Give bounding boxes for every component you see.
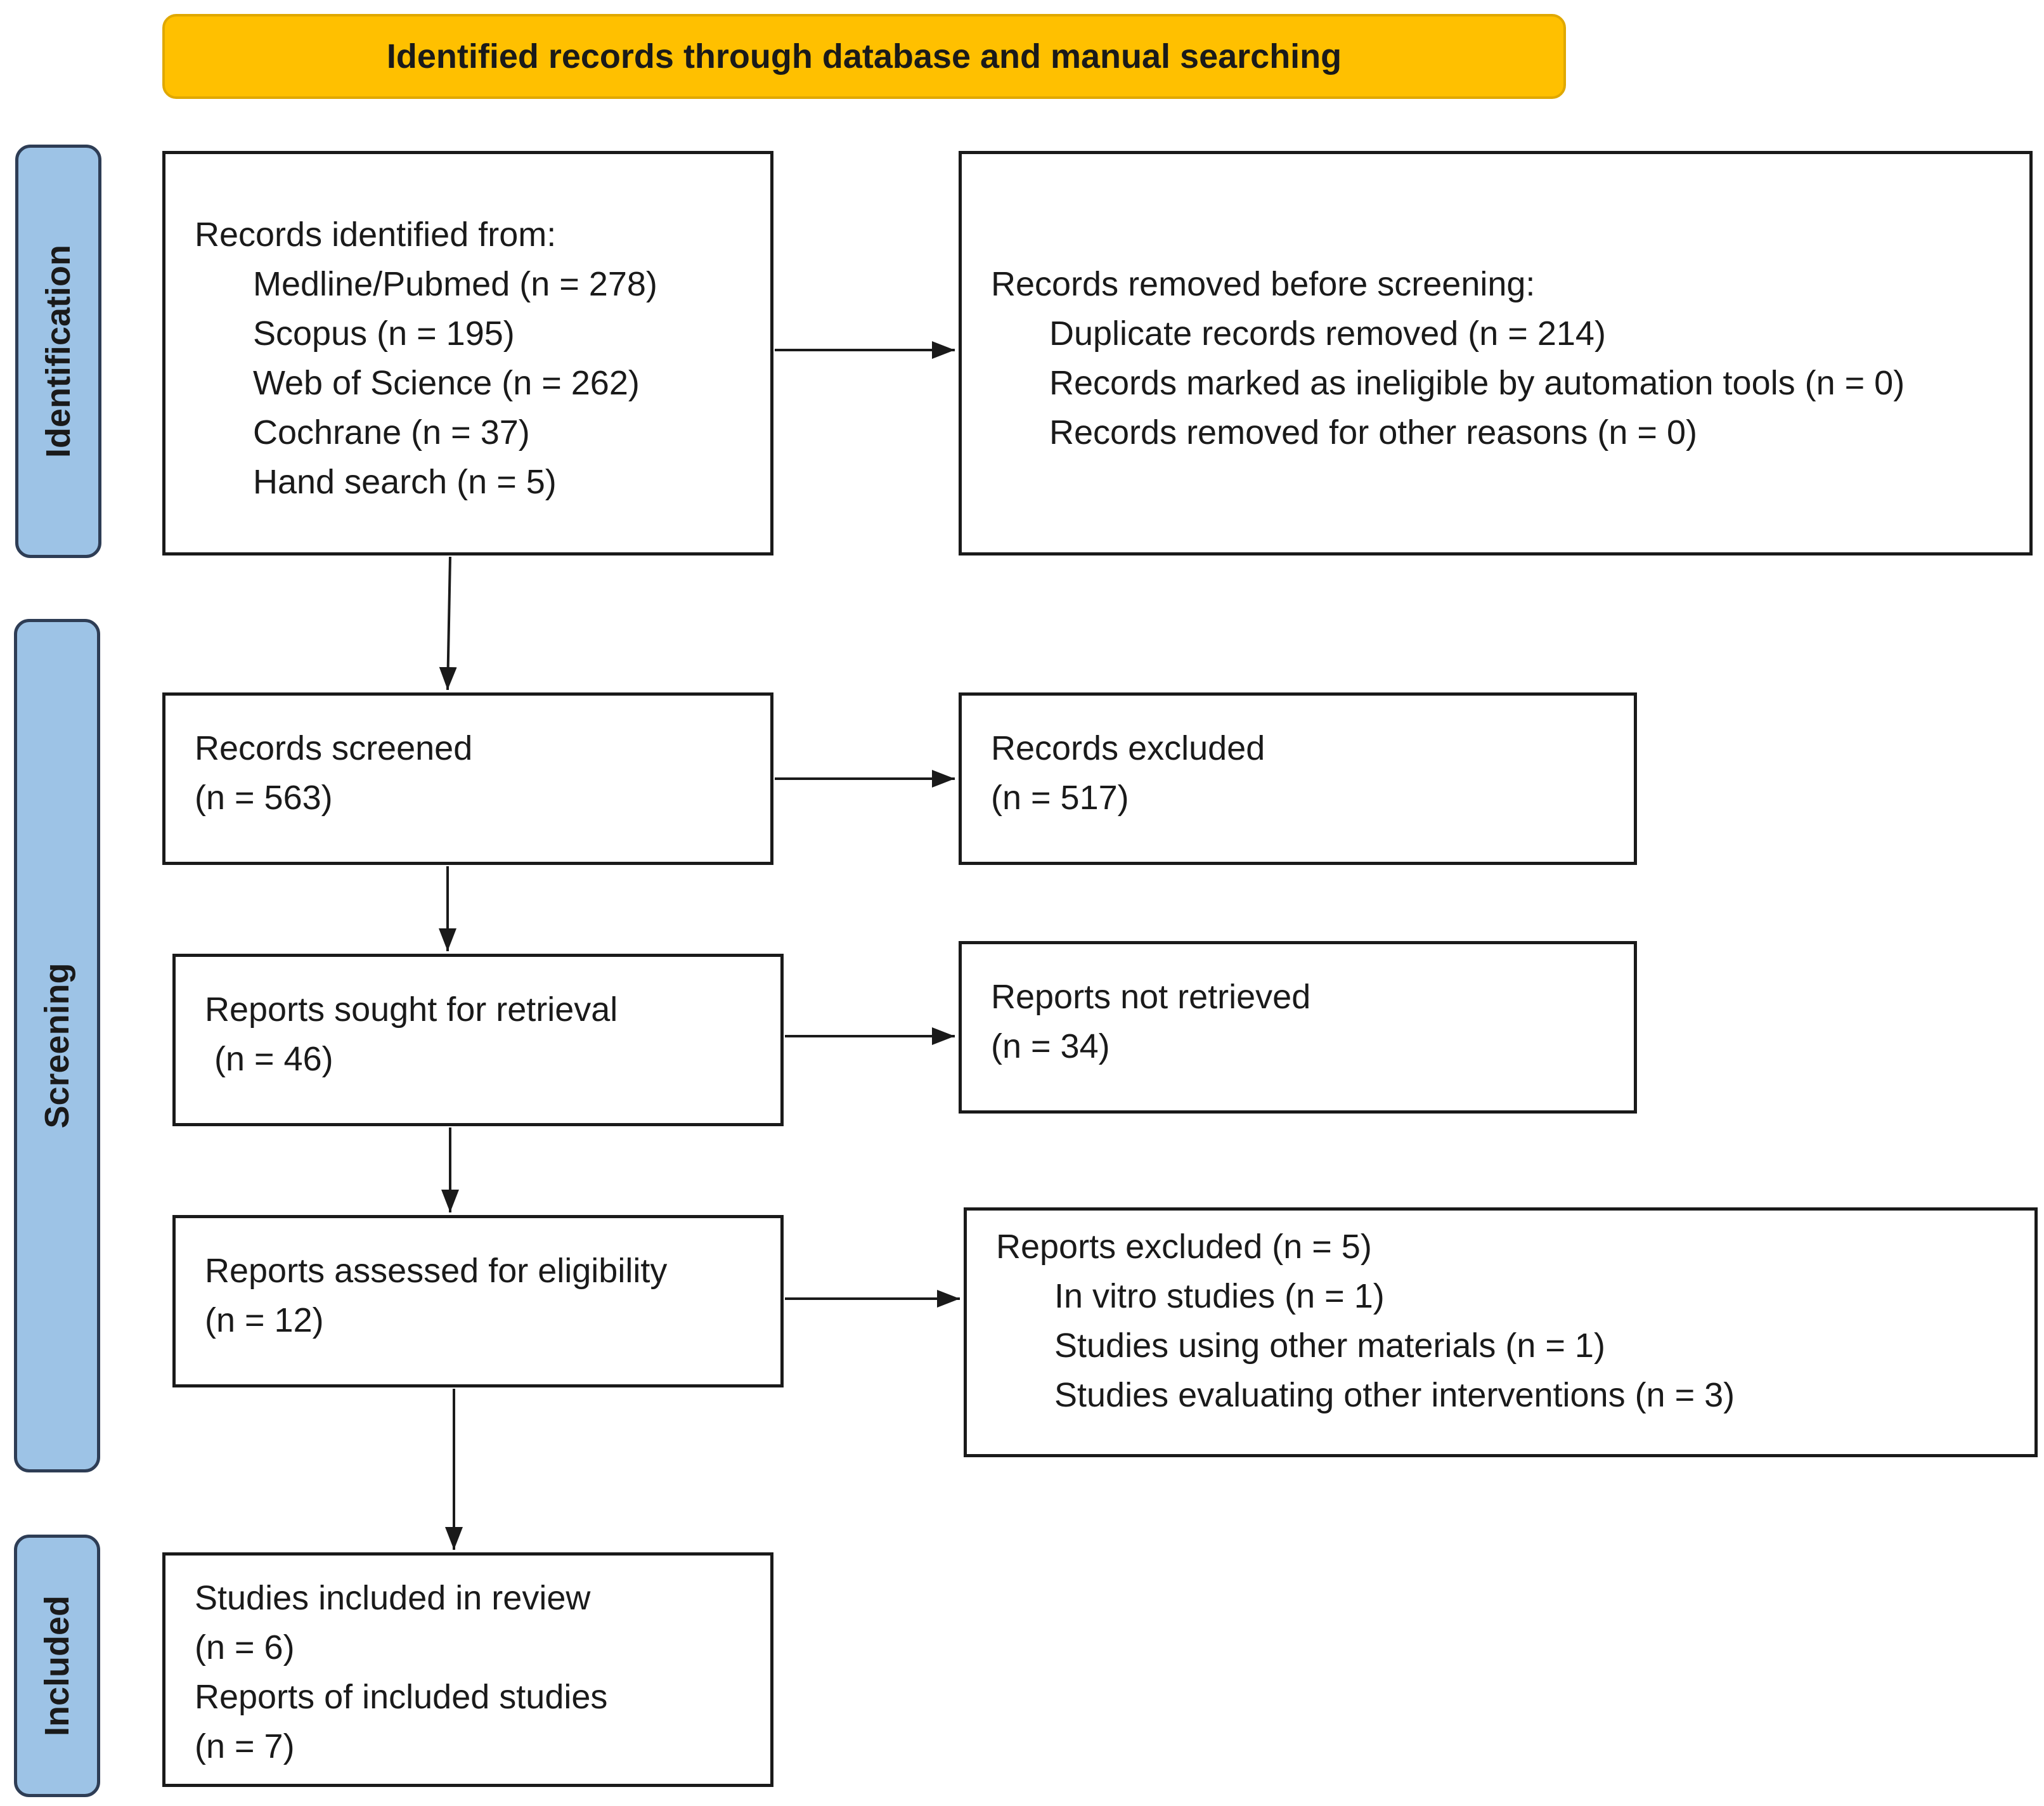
source-medline: Medline/Pubmed (n = 278) [253, 265, 657, 303]
header-banner: Identified records through database and … [162, 14, 1566, 99]
records-excluded-count: (n = 517) [991, 779, 1129, 817]
reports-excluded-heading: Reports excluded (n = 5) [996, 1228, 1372, 1266]
excluded-other-materials: Studies using other materials (n = 1) [1054, 1327, 1605, 1365]
records-removed-box: Records removed before screening: Duplic… [959, 151, 2033, 555]
studies-included-label: Studies included in review [195, 1579, 591, 1617]
records-identified-heading: Records identified from: [195, 216, 557, 254]
reports-excluded-box: Reports excluded (n = 5) In vitro studie… [964, 1207, 2038, 1457]
removed-automation: Records marked as ineligible by automati… [1049, 364, 1905, 402]
reports-not-retrieved-box: Reports not retrieved (n = 34) [959, 941, 1637, 1114]
reports-included-count: (n = 7) [195, 1727, 295, 1765]
phase-screening: Screening [14, 619, 100, 1472]
reports-sought-count: (n = 46) [205, 1040, 333, 1078]
excluded-other-interventions: Studies evaluating other interventions (… [1054, 1376, 1735, 1414]
reports-sought-label: Reports sought for retrieval [205, 991, 618, 1029]
reports-sought-box: Reports sought for retrieval (n = 46) [172, 954, 784, 1126]
reports-not-retrieved-count: (n = 34) [991, 1027, 1110, 1065]
reports-assessed-count: (n = 12) [205, 1301, 324, 1339]
source-scopus: Scopus (n = 195) [253, 315, 515, 353]
arrow-identified-to-screened [439, 556, 457, 691]
records-excluded-label: Records excluded [991, 729, 1265, 767]
source-hand-search: Hand search (n = 5) [253, 463, 557, 501]
source-cochrane: Cochrane (n = 37) [253, 413, 530, 452]
excluded-in-vitro: In vitro studies (n = 1) [1054, 1277, 1385, 1315]
reports-included-label: Reports of included studies [195, 1678, 608, 1716]
records-removed-heading: Records removed before screening: [991, 265, 1536, 303]
studies-included-count: (n = 6) [195, 1628, 295, 1666]
reports-assessed-label: Reports assessed for eligibility [205, 1252, 668, 1290]
records-excluded-box: Records excluded (n = 517) [959, 692, 1637, 865]
removed-other: Records removed for other reasons (n = 0… [1049, 413, 1697, 452]
removed-duplicates: Duplicate records removed (n = 214) [1049, 315, 1606, 353]
header-title: Identified records through database and … [386, 37, 1342, 75]
reports-assessed-box: Reports assessed for eligibility (n = 12… [172, 1215, 784, 1387]
phase-included: Included [14, 1535, 100, 1797]
records-screened-box: Records screened (n = 563) [162, 692, 773, 865]
records-identified-box: Records identified from: Medline/Pubmed … [162, 151, 773, 555]
phase-identification: Identification [15, 145, 101, 558]
studies-included-box: Studies included in review (n = 6) Repor… [162, 1552, 773, 1787]
reports-not-retrieved-label: Reports not retrieved [991, 978, 1311, 1016]
records-screened-count: (n = 563) [195, 779, 333, 817]
source-web-of-science: Web of Science (n = 262) [253, 364, 640, 402]
records-screened-label: Records screened [195, 729, 473, 767]
